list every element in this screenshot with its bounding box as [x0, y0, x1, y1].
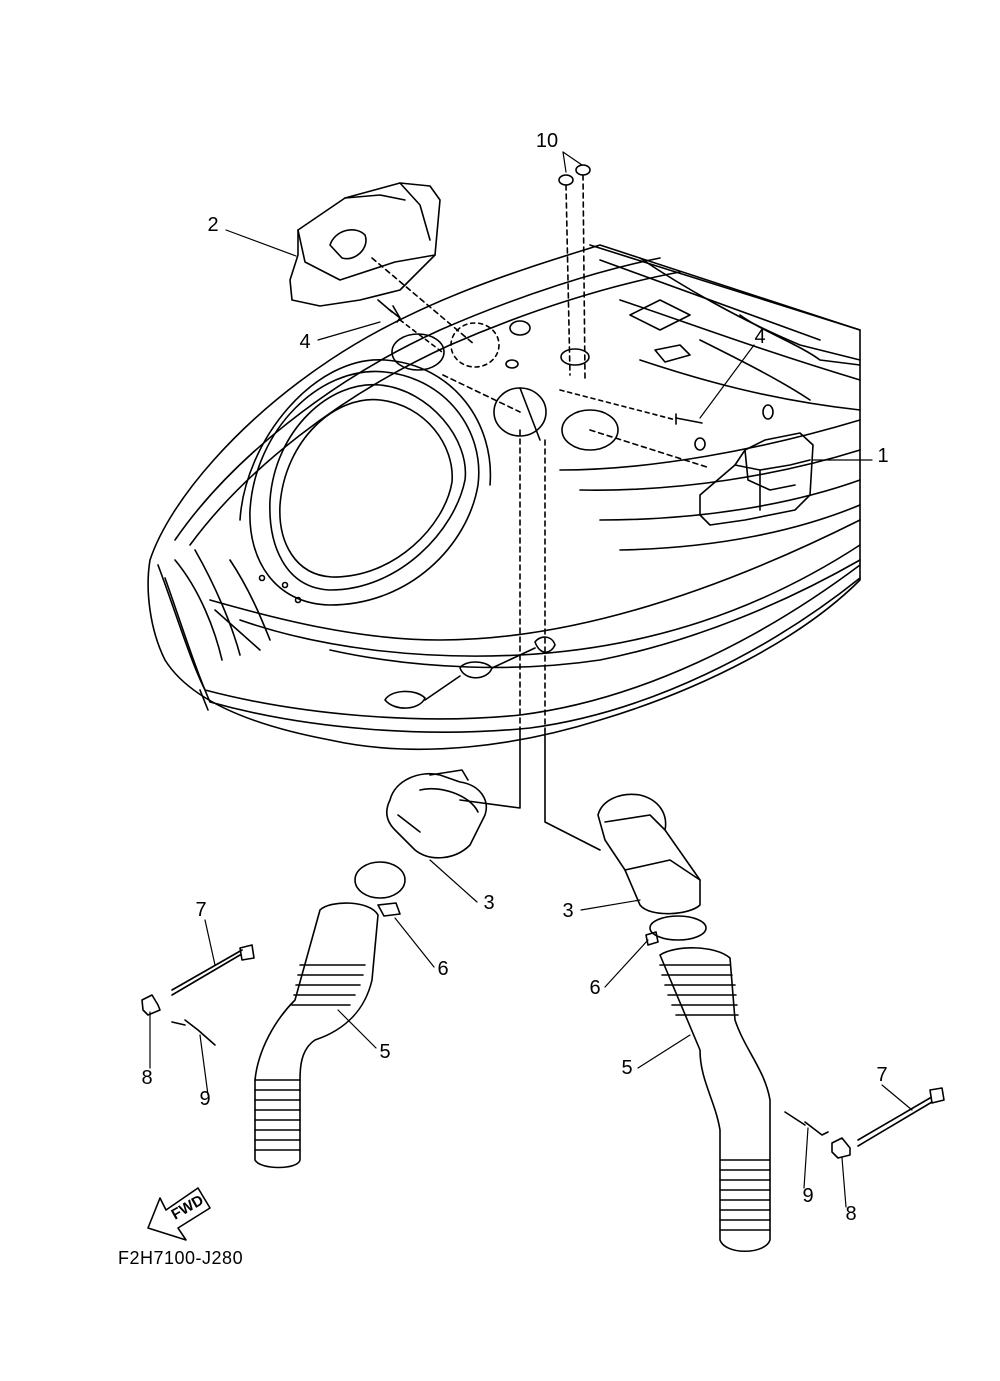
part-3-duct-elbow-right	[597, 793, 701, 915]
leader-hole-dash	[442, 374, 521, 413]
part-7-cable-tie-left	[171, 944, 255, 996]
callout-9-right: 9	[802, 1185, 814, 1207]
fwd-arrow-icon: FWD	[147, 1187, 211, 1241]
deck-duct-holes	[391, 299, 774, 451]
storage-hatch-opening	[239, 359, 492, 606]
duct-leaders	[459, 387, 601, 851]
callout-9-left: 9	[199, 1088, 211, 1110]
callout-1: 1	[877, 445, 889, 467]
part-4-rivet-left	[377, 299, 443, 353]
callout-8-left: 8	[141, 1067, 153, 1089]
callout-5-left: 5	[379, 1041, 391, 1063]
callout-4-left: 4	[299, 331, 311, 353]
part-5-hose-left	[254, 902, 379, 1169]
leader-2-dash	[371, 257, 476, 346]
part-6-clamp-right	[645, 915, 707, 946]
part-3-duct-elbow-left	[385, 769, 487, 859]
deck-hull	[147, 244, 861, 751]
callout-10: 10	[535, 130, 559, 152]
part-1-cover	[699, 432, 814, 526]
diagram-code: F2H7100-J280	[118, 1248, 244, 1268]
callout-8-right: 8	[845, 1203, 857, 1225]
part-9-rivet-left	[171, 1019, 216, 1046]
part-6-clamp-left	[354, 861, 406, 917]
part-9-rivet-right	[784, 1111, 829, 1136]
part-8-clip-right	[831, 1137, 851, 1159]
callout-4-right: 4	[754, 326, 766, 348]
callout-6-left: 6	[437, 958, 449, 980]
part-4-rivet-right	[559, 389, 703, 425]
callout-3-right: 3	[562, 900, 574, 922]
callout-5-right: 5	[621, 1057, 633, 1079]
part-5-hose-right	[659, 947, 771, 1252]
callout-3-left: 3	[483, 892, 495, 914]
callout-leaders	[149, 151, 913, 1208]
callout-2: 2	[207, 214, 219, 236]
part-10-grommets	[558, 164, 591, 379]
part-2-cover	[289, 182, 441, 307]
leader-1-dash	[589, 429, 711, 469]
deck-cleats	[384, 636, 556, 709]
part-8-clip-left	[141, 994, 161, 1016]
callout-6-right: 6	[589, 977, 601, 999]
callout-7-right: 7	[876, 1064, 888, 1086]
callout-7-left: 7	[195, 899, 207, 921]
part-7-cable-tie-right	[857, 1087, 945, 1147]
